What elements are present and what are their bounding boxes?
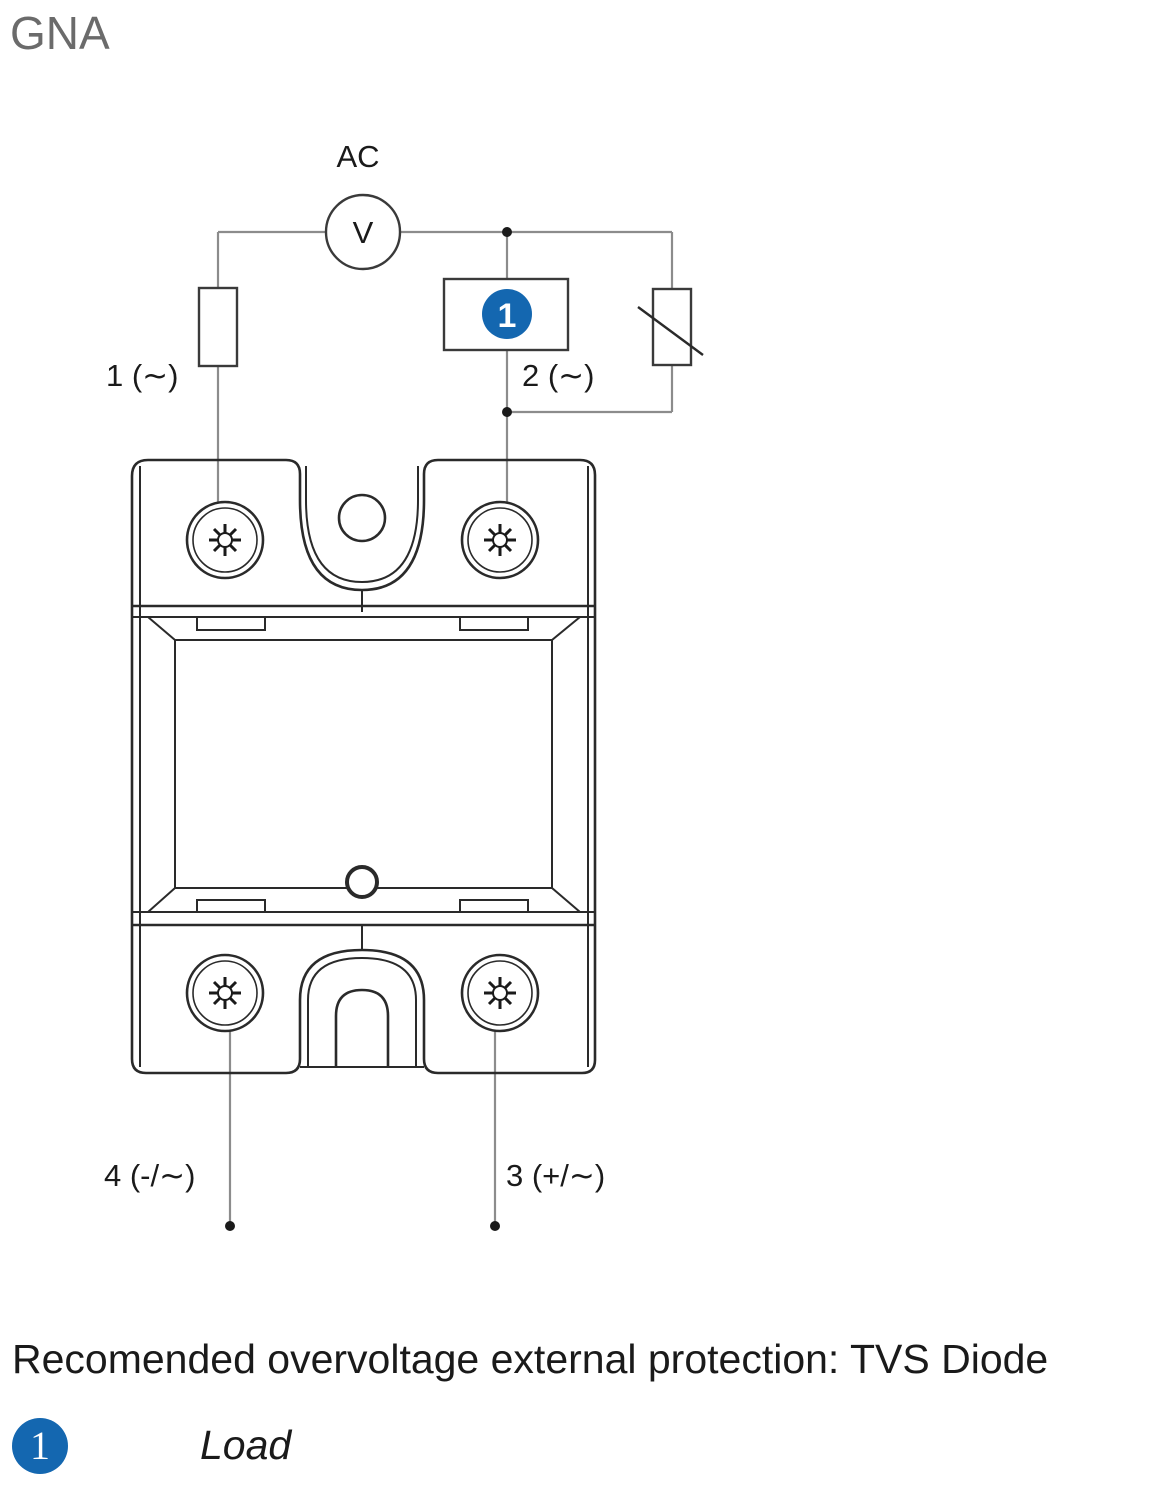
page-title: GNA	[10, 7, 110, 59]
terminal-4-label: 4 (-/∼)	[104, 1158, 195, 1193]
junction-dot-terminal-4	[225, 1221, 235, 1231]
load-box: 1	[442, 277, 570, 352]
legend-text: Load	[200, 1422, 292, 1468]
voltmeter-symbol: V	[324, 193, 402, 271]
terminal-2-label: 2 (∼)	[522, 358, 594, 393]
varistor-symbol	[637, 287, 704, 367]
terminal-1-label: 1 (∼)	[106, 358, 178, 393]
top-mounting-hole	[337, 493, 387, 543]
junction-dot-terminal-3	[490, 1221, 500, 1231]
screw-terminal-1	[185, 500, 265, 580]
junction-dot-middle	[502, 407, 512, 417]
load-marker-text: 1	[498, 297, 517, 335]
ac-label: AC	[336, 139, 379, 174]
voltmeter-label: V	[353, 215, 374, 250]
screw-terminal-3	[460, 953, 540, 1033]
center-hole	[345, 865, 379, 899]
screw-terminal-4	[185, 953, 265, 1033]
terminal-3-label: 3 (+/∼)	[506, 1158, 605, 1193]
relay-body	[130, 458, 597, 1075]
circuit-wires	[216, 230, 674, 1226]
wiring-diagram: AC V 1 1 (∼) 2 (∼) 4 (-/∼) 3 (+/∼)	[104, 139, 704, 1231]
junction-dot-top	[502, 227, 512, 237]
legend-marker-badge: 1	[12, 1418, 68, 1474]
fuse-symbol	[197, 286, 239, 368]
screw-terminal-2	[460, 500, 540, 580]
legend-item-load: 1 Load	[12, 1416, 612, 1476]
protection-note: Recomended overvoltage external protecti…	[12, 1336, 1049, 1382]
load-marker-badge	[482, 289, 532, 339]
